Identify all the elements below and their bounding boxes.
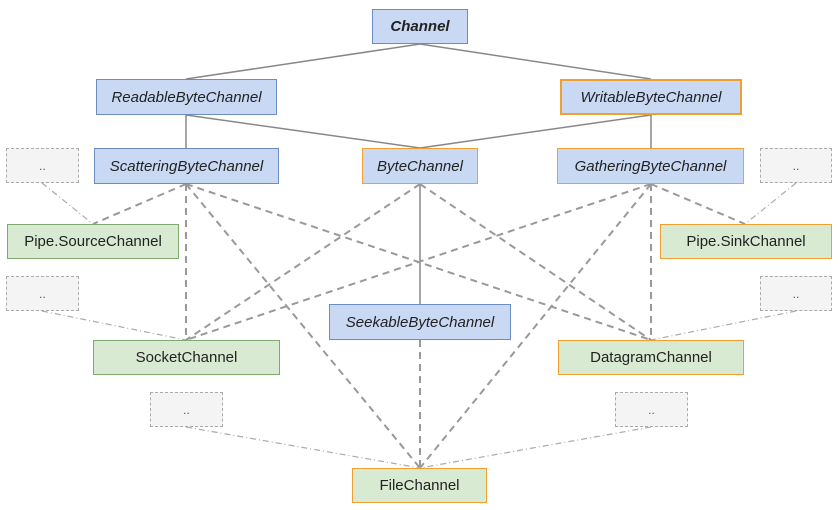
gathering-byte-channel-node: GatheringByteChannel [557,148,744,184]
edge-channel-readable [185,43,421,80]
more-placeholder-node-3: .. [150,392,223,427]
more-placeholder-node-5: .. [760,276,832,311]
edge-gathering-pipesink [650,183,746,225]
edge-scattering-pipesource [92,183,187,225]
more-placeholder-node-2: .. [6,276,79,311]
edge-etc5-datagram [650,310,797,341]
edge-etc6-file [419,426,652,469]
seekable-byte-channel-node: SeekableByteChannel [329,304,511,340]
edge-gathering-file [419,183,652,469]
scattering-byte-channel-node: ScatteringByteChannel [94,148,279,184]
more-placeholder-node-4: .. [760,148,832,183]
pipe-sink-channel-node: Pipe.SinkChannel [660,224,832,259]
writable-byte-channel-node: WritableByteChannel [560,79,742,115]
channel-node: Channel [372,9,468,44]
socket-channel-node: SocketChannel [93,340,280,375]
edge-etc4-pipesink [744,182,797,225]
edge-byte-socket [185,183,421,341]
more-placeholder-node-6: .. [615,392,688,427]
edge-byte-datagram [419,183,652,341]
readable-byte-channel-node: ReadableByteChannel [96,79,277,115]
file-channel-node: FileChannel [352,468,487,503]
edge-gathering-socket [185,183,652,341]
byte-channel-node: ByteChannel [362,148,478,184]
edge-scattering-file [185,183,421,469]
pipe-source-channel-node: Pipe.SourceChannel [7,224,179,259]
edge-etc1-pipesource [41,182,94,225]
edge-readable-byte [185,114,421,149]
edge-writable-byte [419,114,652,149]
edge-channel-writable [419,43,652,80]
datagram-channel-node: DatagramChannel [558,340,744,375]
edge-etc3-file [185,426,421,469]
more-placeholder-node-1: .. [6,148,79,183]
edge-etc2-socket [41,310,187,341]
